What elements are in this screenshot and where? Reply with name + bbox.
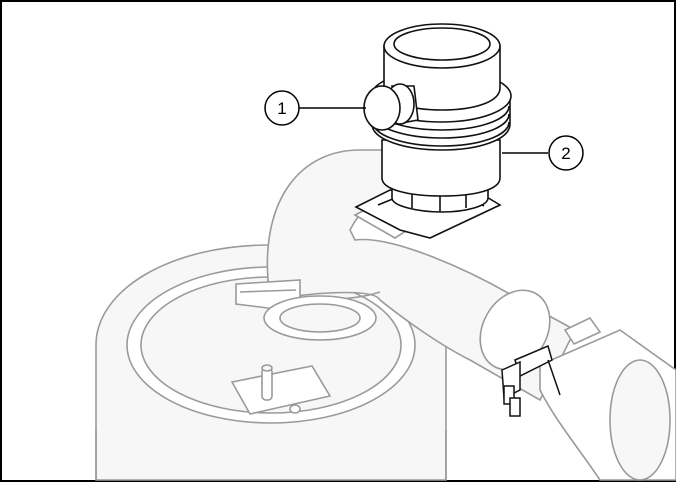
callout-1-label: 1 <box>277 99 286 118</box>
air-vent <box>354 23 512 239</box>
recess <box>230 365 332 415</box>
vent-body-lower <box>381 139 501 197</box>
pipe-assembly <box>235 149 676 481</box>
callout-1: 1 <box>264 90 366 126</box>
callout-2-circle <box>548 135 584 171</box>
callout-2-label: 2 <box>561 144 570 163</box>
callout-2: 2 <box>502 135 584 171</box>
valve-knob <box>363 85 401 131</box>
electrical-connector <box>501 344 561 417</box>
pipe-collar <box>479 289 551 371</box>
callout-1-circle <box>264 90 300 126</box>
pin <box>261 367 273 401</box>
